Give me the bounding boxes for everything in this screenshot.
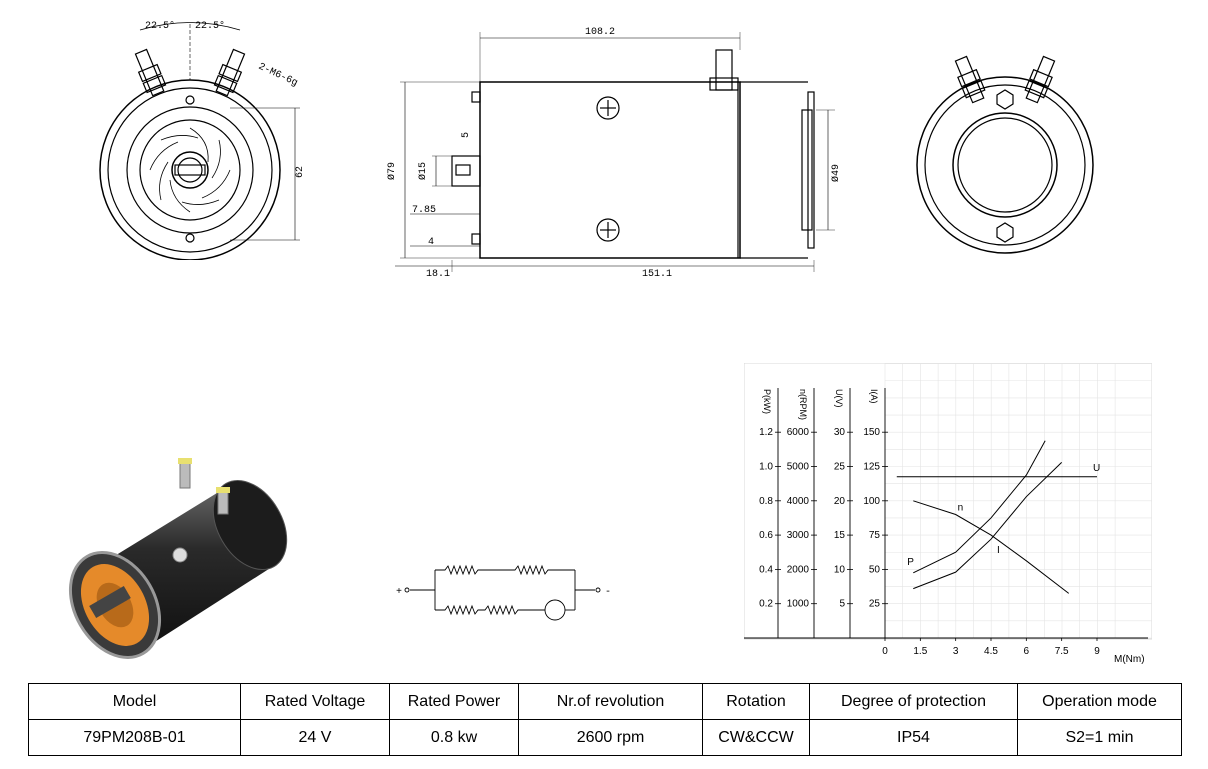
axis-tick-label: 5000 xyxy=(787,462,810,473)
x-axis-label: M(Nm) xyxy=(1114,654,1145,665)
axis-tick-label: 15 xyxy=(834,530,846,541)
dim-pilot-label: Ø49 xyxy=(830,164,840,182)
spec-table: Model Rated Voltage Rated Power Nr.of re… xyxy=(28,683,1182,756)
axis-label: P(kW) xyxy=(762,389,772,414)
dim-shaft-label: Ø15 xyxy=(417,162,429,180)
wiring-plus-label: + xyxy=(396,587,402,598)
dim-diameter-label: Ø79 xyxy=(386,162,398,180)
axis-tick-label: 0.4 xyxy=(759,564,773,575)
axis-tick-label: 3000 xyxy=(787,530,810,541)
axis-tick-label: 1000 xyxy=(787,599,810,610)
axis-tick-label: 0.6 xyxy=(759,530,773,541)
axis-tick-label: 25 xyxy=(869,599,881,610)
terminal-callout: 2-M6-6g xyxy=(256,62,299,90)
x-axis-tick-label: 1.5 xyxy=(913,646,927,657)
dim-key-label: 5 xyxy=(461,132,472,138)
value-model: 79PM208B-01 xyxy=(28,719,241,756)
x-axis-tick-label: 4.5 xyxy=(984,646,998,657)
side-view-drawing: 108.2 Ø79 Ø15 5 7.85 4 18.1 151.1 Ø49 xyxy=(386,27,840,280)
axis-tick-label: 25 xyxy=(834,462,846,473)
header-operation-mode: Operation mode xyxy=(1017,683,1182,720)
series-label-u: U xyxy=(1093,463,1100,474)
dim-top-label: 108.2 xyxy=(585,27,615,38)
axis-tick-label: 125 xyxy=(863,462,880,473)
value-revolution: 2600 rpm xyxy=(518,719,703,756)
header-rated-voltage: Rated Voltage xyxy=(240,683,390,720)
axis-tick-label: 5 xyxy=(839,599,845,610)
axis-tick-label: 20 xyxy=(834,496,846,507)
axis-label: I(A) xyxy=(869,389,879,404)
x-axis-tick-label: 7.5 xyxy=(1055,646,1069,657)
rear-view-drawing xyxy=(916,55,1094,254)
wiring-schematic: + - xyxy=(396,564,611,621)
x-axis-tick-label: 9 xyxy=(1094,646,1100,657)
header-rotation: Rotation xyxy=(702,683,810,720)
dim-shaft-len-label: 7.85 xyxy=(412,205,436,216)
header-protection: Degree of protection xyxy=(809,683,1018,720)
dim-flange-label: 4 xyxy=(428,237,434,248)
header-revolution: Nr.of revolution xyxy=(518,683,703,720)
value-operation-mode: S2=1 min xyxy=(1017,719,1182,756)
front-view-drawing: 22.5° 22.5° 2-M6-6g 62 xyxy=(99,20,306,260)
spec-header-row: Model Rated Voltage Rated Power Nr.of re… xyxy=(28,683,1182,720)
value-rated-power: 0.8 kw xyxy=(389,719,519,756)
axis-tick-label: 1.0 xyxy=(759,462,773,473)
dim-length-label: 151.1 xyxy=(642,269,672,280)
axis-tick-label: 1.2 xyxy=(759,427,773,438)
axis-tick-label: 0.2 xyxy=(759,599,773,610)
series-line-p xyxy=(913,440,1046,574)
value-rated-voltage: 24 V xyxy=(240,719,390,756)
axis-tick-label: 50 xyxy=(869,564,881,575)
x-axis-tick-label: 3 xyxy=(953,646,959,657)
series-label-i: I xyxy=(997,545,1000,556)
spec-value-row: 79PM208B-01 24 V 0.8 kw 2600 rpm CW&CCW … xyxy=(28,719,1182,756)
series-line-n xyxy=(913,500,1070,594)
header-rated-power: Rated Power xyxy=(389,683,519,720)
header-model: Model xyxy=(28,683,241,720)
axis-tick-label: 75 xyxy=(869,530,881,541)
axis-tick-label: 150 xyxy=(863,427,880,438)
performance-chart: P(kW)0.20.40.60.81.01.2n(RPM)10002000300… xyxy=(744,363,1152,665)
angle-label-left: 22.5° xyxy=(145,20,175,32)
axis-tick-label: 6000 xyxy=(787,427,810,438)
x-axis-tick-label: 0 xyxy=(882,646,888,657)
axis-tick-label: 100 xyxy=(863,496,880,507)
series-label-n: n xyxy=(958,503,964,514)
axis-tick-label: 4000 xyxy=(787,496,810,507)
series-line-i xyxy=(913,462,1063,590)
value-protection: IP54 xyxy=(809,719,1018,756)
axis-tick-label: 10 xyxy=(834,564,846,575)
axis-tick-label: 30 xyxy=(834,427,846,438)
dim-ext-label: 18.1 xyxy=(426,269,450,280)
motor-render-image xyxy=(68,458,288,659)
axis-tick-label: 0.8 xyxy=(759,496,773,507)
series-label-p: P xyxy=(907,557,914,568)
axis-tick-label: 2000 xyxy=(787,564,810,575)
x-axis-tick-label: 6 xyxy=(1024,646,1030,657)
angle-label-right: 22.5° xyxy=(195,20,225,32)
wiring-minus-label: - xyxy=(605,587,611,598)
axis-label: n(RPM) xyxy=(798,389,808,420)
axis-label: U(V) xyxy=(834,389,844,408)
dim-height-label: 62 xyxy=(295,166,306,178)
value-rotation: CW&CCW xyxy=(702,719,810,756)
